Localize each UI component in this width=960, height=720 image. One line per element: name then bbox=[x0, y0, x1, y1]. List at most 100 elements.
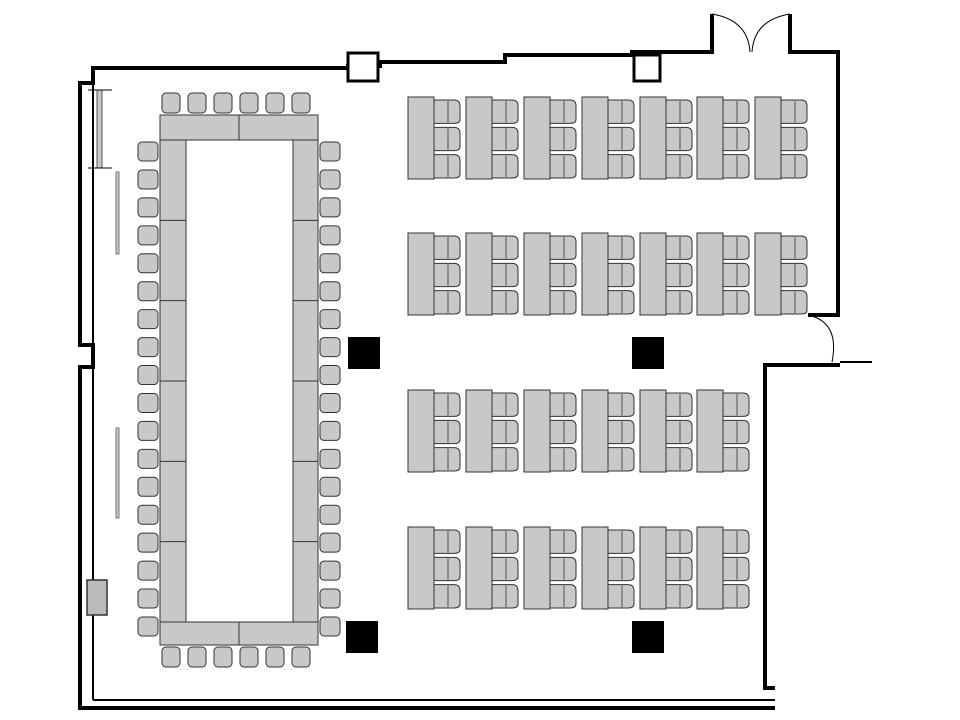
chair bbox=[319, 281, 341, 302]
chair bbox=[433, 419, 461, 445]
desk-unit bbox=[465, 389, 519, 473]
chair bbox=[433, 392, 461, 417]
chair bbox=[319, 504, 341, 525]
chair bbox=[213, 92, 233, 114]
chair bbox=[665, 262, 693, 288]
desk bbox=[696, 232, 724, 316]
chair bbox=[319, 448, 341, 469]
chair bbox=[137, 337, 159, 358]
chair bbox=[665, 529, 693, 554]
chair bbox=[549, 584, 577, 609]
desk-unit bbox=[465, 96, 519, 180]
wall-niche-1 bbox=[346, 51, 380, 83]
chair bbox=[137, 197, 159, 218]
chair bbox=[319, 616, 341, 637]
chair bbox=[549, 235, 577, 260]
chair bbox=[239, 92, 259, 114]
chair bbox=[433, 529, 461, 554]
chair bbox=[137, 560, 159, 581]
desk bbox=[465, 526, 493, 610]
chair bbox=[319, 392, 341, 413]
chair bbox=[491, 529, 519, 554]
desk bbox=[696, 526, 724, 610]
chair bbox=[491, 126, 519, 152]
chair bbox=[665, 584, 693, 609]
chair bbox=[607, 99, 635, 124]
chair bbox=[549, 392, 577, 417]
chair bbox=[780, 154, 808, 179]
chair bbox=[665, 392, 693, 417]
desk-unit bbox=[639, 96, 693, 180]
desk-unit bbox=[639, 232, 693, 316]
desk bbox=[523, 526, 551, 610]
chair bbox=[722, 419, 750, 445]
chair bbox=[722, 235, 750, 260]
chair bbox=[187, 646, 207, 668]
double-door bbox=[711, 13, 791, 53]
desk-unit bbox=[523, 389, 577, 473]
desk bbox=[523, 389, 551, 473]
chair bbox=[433, 290, 461, 315]
chair bbox=[607, 556, 635, 582]
chair bbox=[319, 309, 341, 330]
chair bbox=[665, 235, 693, 260]
desk-unit bbox=[639, 526, 693, 610]
desk bbox=[465, 96, 493, 180]
chair bbox=[665, 99, 693, 124]
desk-unit bbox=[407, 232, 461, 316]
chair bbox=[161, 92, 181, 114]
chair bbox=[433, 235, 461, 260]
desk bbox=[523, 96, 551, 180]
chair bbox=[491, 556, 519, 582]
desk bbox=[465, 389, 493, 473]
chair bbox=[665, 126, 693, 152]
desk bbox=[465, 232, 493, 316]
chair bbox=[780, 262, 808, 288]
chair bbox=[549, 262, 577, 288]
chair bbox=[491, 154, 519, 179]
inner-wall-right bbox=[763, 363, 840, 690]
column bbox=[346, 621, 378, 653]
desk-unit bbox=[465, 526, 519, 610]
chair bbox=[780, 126, 808, 152]
desk bbox=[581, 232, 609, 316]
chair bbox=[722, 99, 750, 124]
chair bbox=[137, 448, 159, 469]
chair bbox=[722, 584, 750, 609]
chair bbox=[665, 419, 693, 445]
chair bbox=[319, 532, 341, 553]
chair bbox=[319, 476, 341, 497]
desk-unit bbox=[696, 526, 750, 610]
chair bbox=[665, 290, 693, 315]
chair bbox=[549, 154, 577, 179]
boardroom-table bbox=[137, 92, 341, 668]
chair bbox=[722, 126, 750, 152]
desk-unit bbox=[754, 232, 808, 316]
desk bbox=[407, 389, 435, 473]
desk bbox=[407, 526, 435, 610]
chair bbox=[213, 646, 233, 668]
chair bbox=[291, 92, 311, 114]
chair bbox=[137, 225, 159, 246]
chair bbox=[137, 141, 159, 162]
desk bbox=[581, 96, 609, 180]
chair bbox=[549, 419, 577, 445]
desk-unit bbox=[581, 526, 635, 610]
chair bbox=[491, 99, 519, 124]
chair bbox=[491, 392, 519, 417]
desk bbox=[581, 389, 609, 473]
chair bbox=[433, 99, 461, 124]
chair bbox=[265, 92, 285, 114]
chair bbox=[433, 126, 461, 152]
desk bbox=[696, 96, 724, 180]
chair bbox=[549, 447, 577, 472]
desk-unit bbox=[754, 96, 808, 180]
chair bbox=[607, 235, 635, 260]
chair bbox=[137, 504, 159, 525]
chair bbox=[607, 447, 635, 472]
chair bbox=[265, 646, 285, 668]
chair bbox=[607, 419, 635, 445]
desk bbox=[523, 232, 551, 316]
chair bbox=[491, 235, 519, 260]
chair bbox=[137, 281, 159, 302]
